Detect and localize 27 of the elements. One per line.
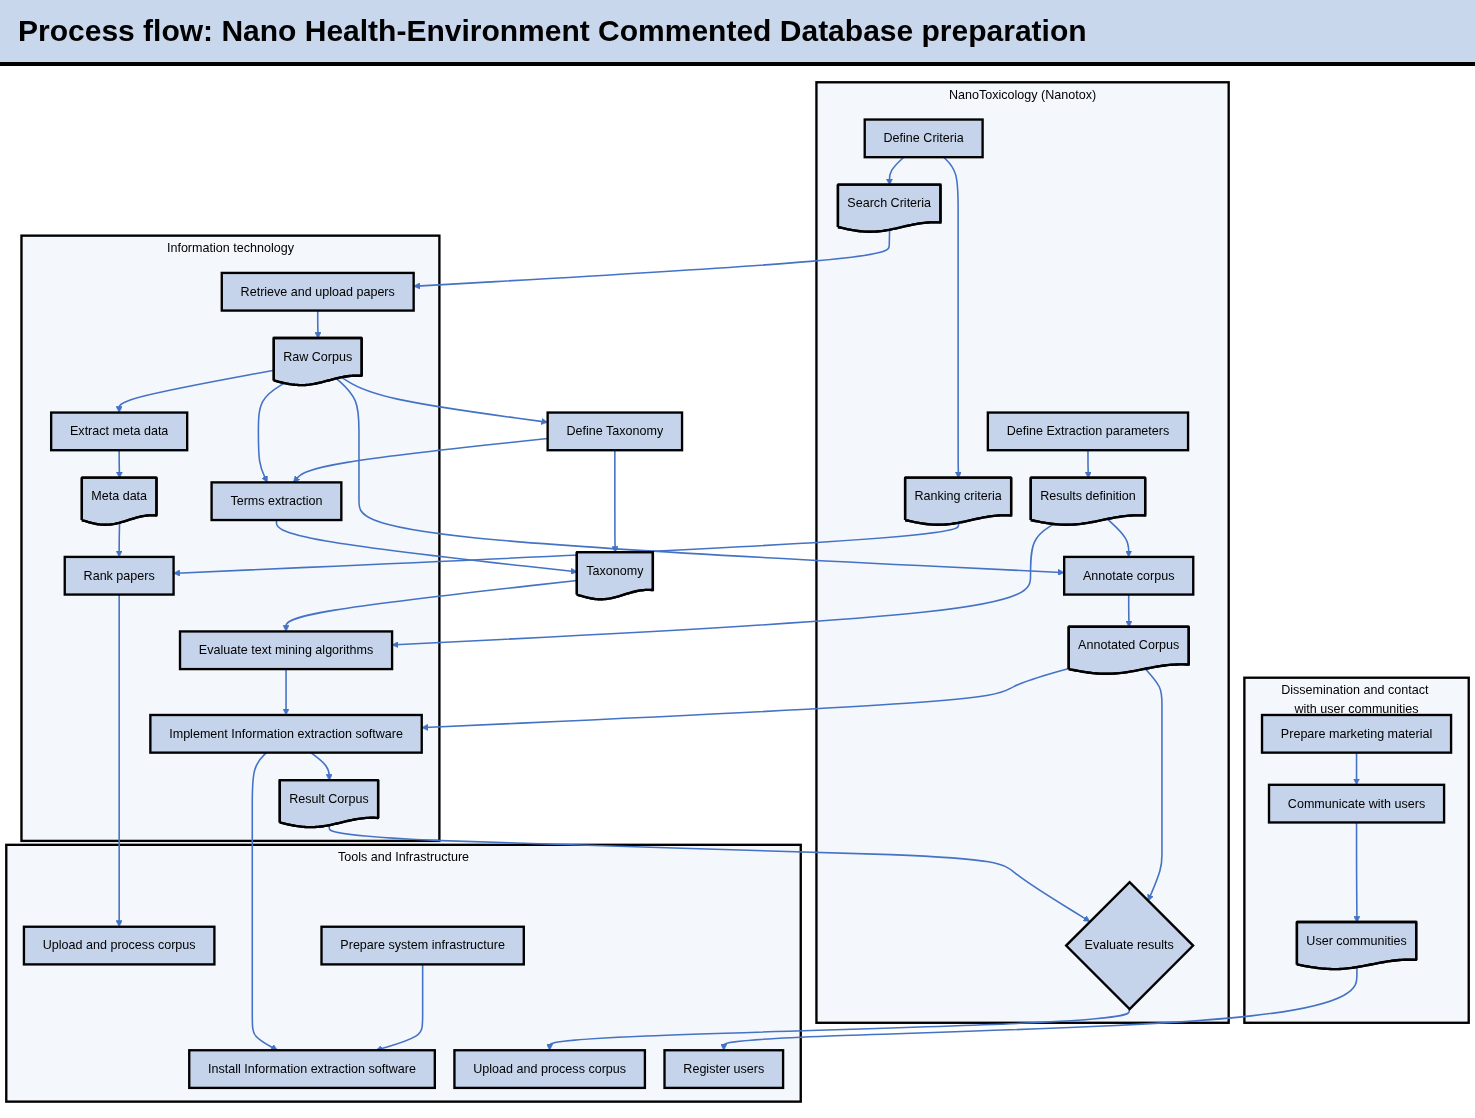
node-box: Extract meta data	[49, 411, 189, 452]
diagram-title: Process flow: Nano Health-Environment Commented Database preparation	[0, 0, 1475, 66]
node-box: Prepare marketing material	[1260, 713, 1453, 754]
node-box: Upload and process corpus	[453, 1049, 647, 1090]
node-box: Evaluate text mining algorithms	[178, 630, 394, 671]
node-box: Prepare system infrastructure	[320, 925, 525, 966]
arrow	[546, 1008, 1130, 1051]
node-box: Retrieve and upload papers	[220, 271, 415, 312]
node-box: Annotate corpus	[1063, 555, 1195, 596]
node-box: Terms extraction	[210, 481, 343, 522]
node-box: Define Taxonomy	[546, 411, 684, 452]
node-box: Communicate with users	[1267, 783, 1446, 824]
arrow	[341, 376, 548, 425]
arrow	[335, 378, 1065, 576]
node-box: Upload and process corpus	[22, 925, 216, 966]
arrow	[413, 229, 891, 290]
arrow	[257, 382, 285, 483]
node-box: Implement Information extraction software	[149, 713, 423, 754]
node-box: Rank papers	[63, 555, 175, 596]
node-box: Define Extraction parameters	[986, 411, 1190, 452]
node-diamond: Evaluate results	[1064, 880, 1195, 1011]
node-box: Register users	[663, 1049, 785, 1090]
node-box: Install Information extraction software	[188, 1049, 436, 1090]
arrow	[173, 522, 960, 577]
arrow	[1144, 668, 1163, 902]
arrow	[421, 667, 1070, 731]
node-box: Define Criteria	[863, 118, 984, 159]
